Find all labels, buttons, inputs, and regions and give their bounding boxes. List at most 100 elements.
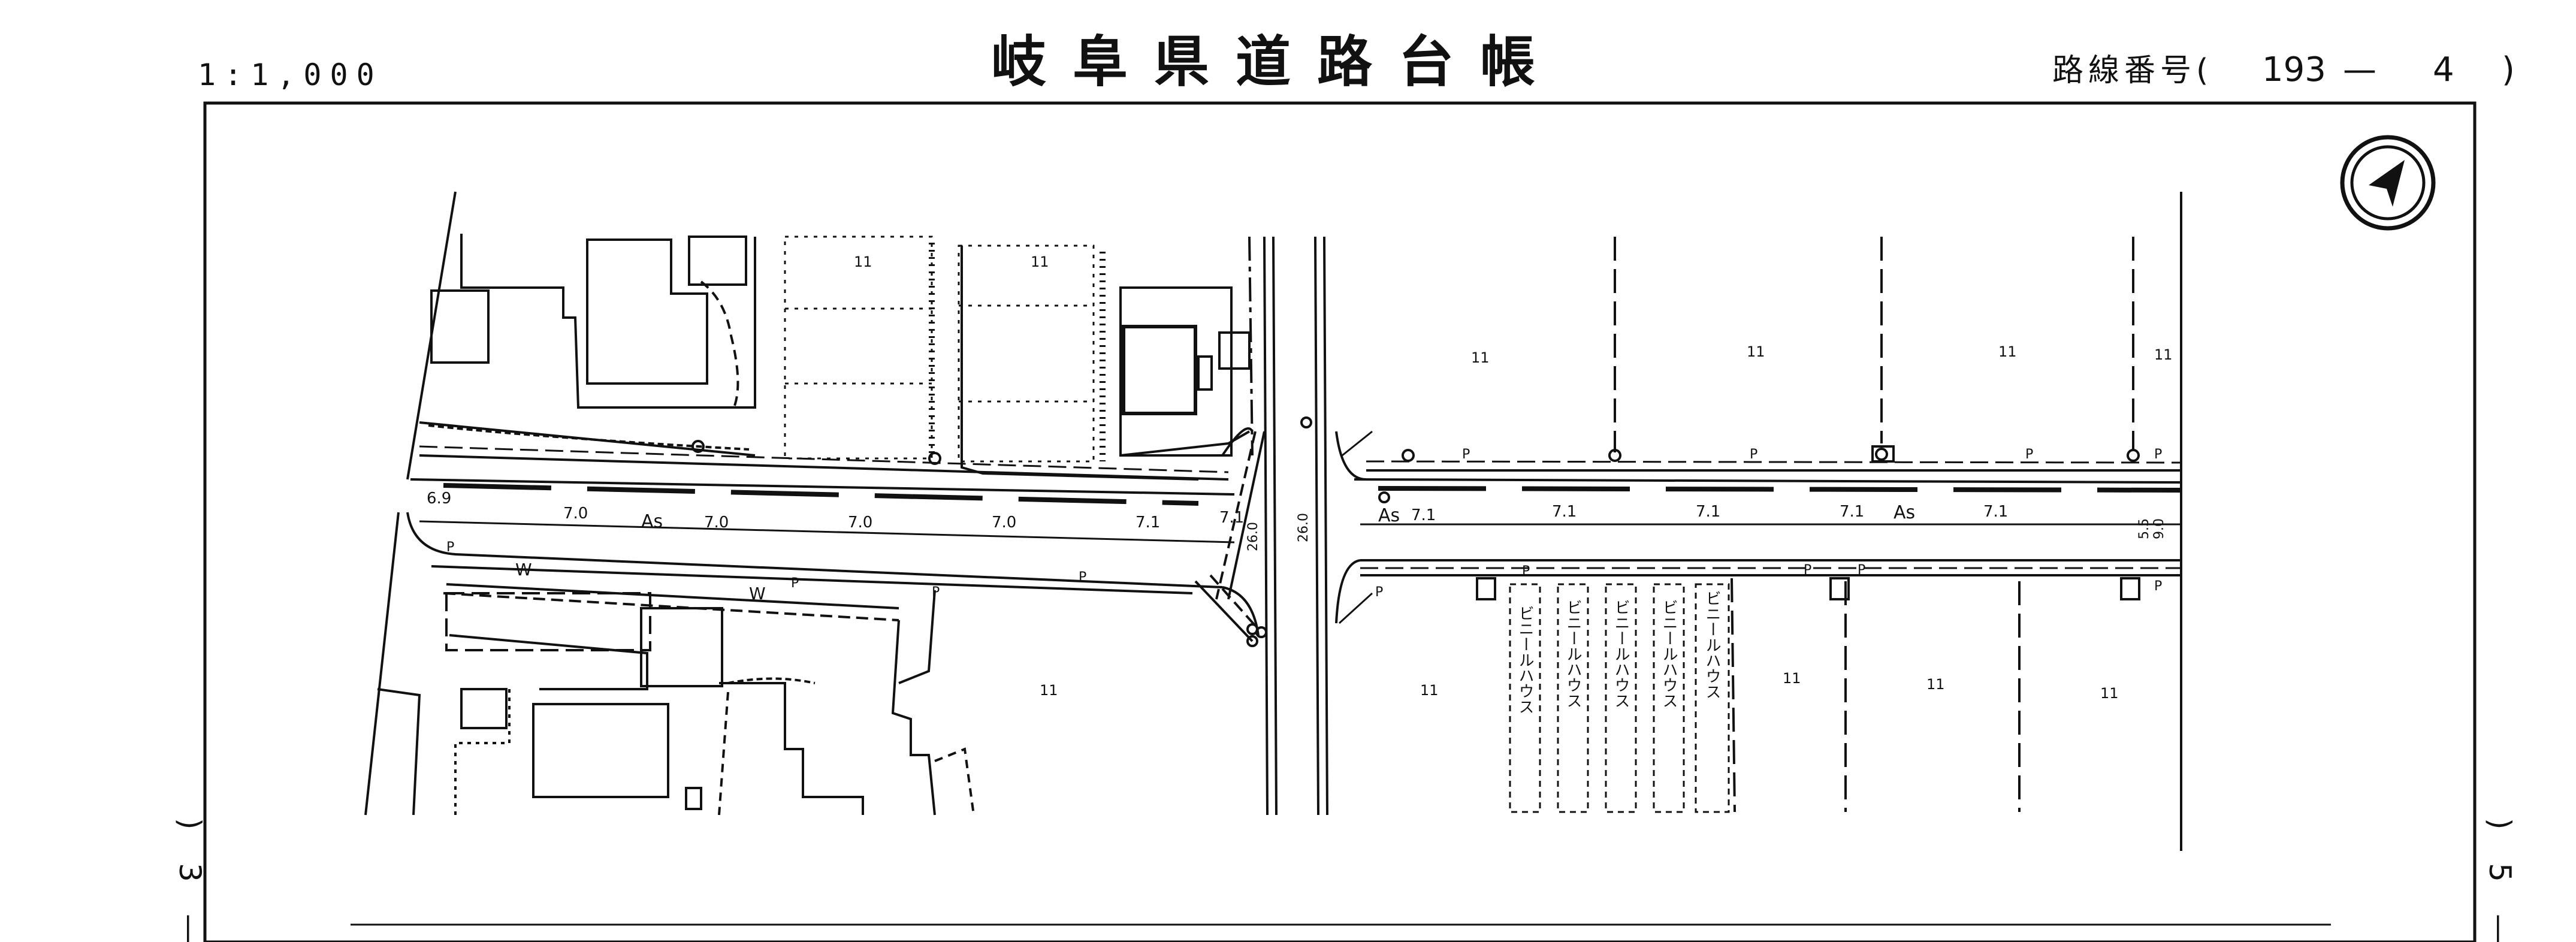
greenhouse-row bbox=[1509, 583, 1730, 813]
sidewalk-mark-1: W bbox=[515, 560, 532, 579]
plot-1-divider bbox=[785, 307, 932, 385]
sidewalk-south-left bbox=[431, 565, 1193, 594]
pole-5 bbox=[691, 440, 705, 453]
road-surface-label-right: As bbox=[1894, 502, 1915, 523]
adjacent-sheet-left: ) 3 — bbox=[173, 818, 207, 942]
plot-2-edge bbox=[961, 246, 1199, 481]
road-width-left-5: 7.0 bbox=[992, 514, 1016, 532]
building-14 bbox=[685, 787, 702, 810]
cross-road-west-edge bbox=[1263, 236, 1269, 816]
pole-mark-1: P bbox=[446, 540, 454, 555]
road-width-right-5: 7.1 bbox=[1840, 503, 1864, 521]
route-label: 路線番号( bbox=[2052, 53, 2213, 89]
cross-road-width-2: 26.0 bbox=[1296, 513, 1311, 542]
left-adjacent-paren: ) bbox=[173, 818, 207, 830]
pole-4 bbox=[2127, 449, 2140, 462]
road-width-right-2: 7.1 bbox=[1411, 506, 1436, 524]
field-mark-1: 11 bbox=[854, 253, 872, 270]
building-6 bbox=[1122, 325, 1197, 415]
field-mark-5: 11 bbox=[1998, 343, 2017, 360]
route-close-paren: ) bbox=[2502, 50, 2515, 89]
building-9 bbox=[445, 592, 651, 651]
building-8 bbox=[1197, 355, 1213, 391]
greenhouse-label-4: ビニールハウス bbox=[1660, 599, 1678, 708]
pole-3 bbox=[1875, 448, 1888, 461]
main-road-centerline bbox=[419, 520, 1235, 544]
intersection-curve-se bbox=[1335, 559, 1361, 624]
pole-mark-11: P bbox=[1804, 563, 1811, 578]
scale-label: 1:1,000 bbox=[198, 58, 383, 92]
field-boundary-lower-1 bbox=[1731, 578, 1736, 813]
wall-1 bbox=[419, 421, 756, 457]
building-11 bbox=[449, 634, 648, 690]
field-mark-7: 11 bbox=[1040, 682, 1058, 699]
road-width-left-1: 6.9 bbox=[427, 490, 451, 508]
building-1 bbox=[430, 289, 490, 364]
map-labels: As As As W W P P P P P P P P P P P P P 1… bbox=[427, 253, 2173, 714]
road-surface-label-cross: As bbox=[1378, 505, 1400, 526]
cross-road-width-1: 26.0 bbox=[1246, 522, 1261, 551]
plot-2-divider bbox=[959, 304, 1094, 403]
cross-road-west-edge-inner bbox=[1272, 236, 1278, 816]
road-width-left-2: 7.0 bbox=[563, 505, 588, 523]
side-road-left-2 bbox=[1221, 427, 1254, 457]
pole-mark-2: P bbox=[791, 576, 799, 591]
curb-strip-left bbox=[443, 483, 1199, 506]
field-mark-3: 11 bbox=[1471, 349, 1490, 366]
pole-mark-4: P bbox=[932, 585, 940, 600]
greenhouse-label-5: ビニールハウス bbox=[1703, 590, 1721, 699]
side-road-left bbox=[1248, 236, 1254, 456]
pole-mark-12: P bbox=[1858, 563, 1865, 578]
field-mark-4: 11 bbox=[1747, 343, 1765, 360]
route-number-value: 193 bbox=[2262, 50, 2326, 89]
cross-road-east-edge-inner bbox=[1323, 236, 1328, 816]
curb-strip-right bbox=[1378, 486, 2182, 493]
adjacent-sheet-right: ) 5 — bbox=[2483, 818, 2517, 942]
map-frame bbox=[203, 101, 2477, 942]
pole-6 bbox=[928, 452, 941, 465]
pole-11 bbox=[1300, 416, 1312, 428]
field-mark-6: 11 bbox=[2154, 346, 2173, 363]
diagonal-drain-4 bbox=[1338, 592, 1373, 624]
lower-lot-5 bbox=[934, 747, 975, 816]
lower-lot-6 bbox=[718, 692, 729, 816]
route-number: 路線番号( 193 — 4 ) bbox=[2052, 50, 2515, 89]
greenhouse-2 bbox=[1557, 583, 1589, 813]
lower-lot-4 bbox=[898, 590, 936, 684]
building-13 bbox=[532, 703, 669, 798]
diagonal-drain-3 bbox=[1342, 430, 1373, 457]
lower-lot-1 bbox=[454, 689, 511, 815]
road-width-left-4: 7.0 bbox=[848, 514, 872, 532]
building-2 bbox=[460, 234, 756, 409]
edge-width-1: 5.5 bbox=[2137, 518, 2152, 539]
greenhouse-label-3: ビニールハウス bbox=[1612, 599, 1630, 708]
building-10 bbox=[640, 607, 723, 687]
field-mark-11: 11 bbox=[2100, 685, 2119, 702]
pole-7 bbox=[1378, 491, 1390, 503]
sidewalk-north-left-dash bbox=[419, 445, 1229, 473]
pole-1 bbox=[1402, 449, 1415, 462]
road-width-right-3: 7.1 bbox=[1552, 503, 1577, 521]
pole-mark-10: P bbox=[1522, 564, 1530, 579]
pole-9 bbox=[1255, 626, 1267, 638]
pole-mark-6: P bbox=[1750, 447, 1757, 462]
diagonal-link bbox=[1215, 431, 1257, 600]
diagonal-drain-1 bbox=[1194, 580, 1254, 642]
road-width-right-6: 7.1 bbox=[1983, 503, 2008, 521]
north-arrow-icon bbox=[2340, 135, 2436, 231]
building-3 bbox=[586, 238, 708, 385]
intersection-curve-ne bbox=[1335, 431, 1367, 481]
utility-box-1 bbox=[1476, 577, 1496, 600]
route-sheet-value: 4 bbox=[2433, 50, 2454, 89]
parcel-boundary-2 bbox=[364, 512, 400, 816]
pole-mark-13: P bbox=[2154, 579, 2162, 594]
sheet-title: 岐阜県道路台帳 bbox=[991, 30, 1562, 94]
lower-left-frame bbox=[377, 688, 421, 816]
road-width-left-6: 7.1 bbox=[1136, 514, 1160, 532]
right-adjacent-paren: ) bbox=[2483, 818, 2517, 830]
greenhouse-3 bbox=[1605, 583, 1637, 813]
greenhouse-label-2: ビニールハウス bbox=[1564, 599, 1582, 708]
building-7 bbox=[1218, 331, 1251, 370]
plot-2 bbox=[958, 244, 1095, 463]
main-road-south-edge bbox=[406, 512, 1223, 588]
